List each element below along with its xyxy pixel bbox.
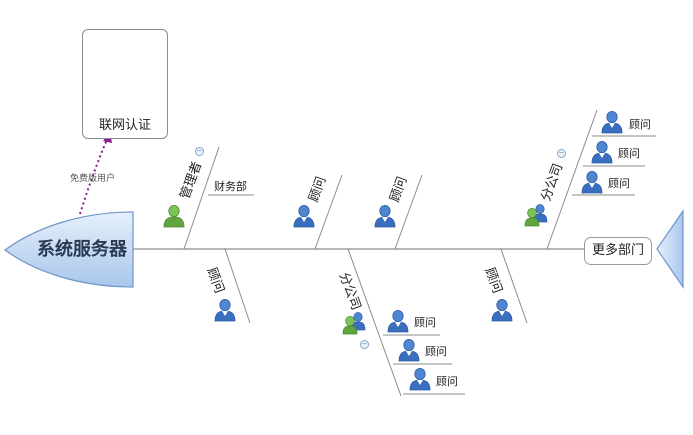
advisor-label[interactable]: 顾问 bbox=[618, 147, 640, 160]
person-icon bbox=[601, 110, 623, 134]
bone-branch-office-bottom bbox=[347, 248, 402, 397]
more-departments-node[interactable]: 更多部门 bbox=[584, 237, 652, 265]
collapse-toggle[interactable]: − bbox=[360, 340, 369, 349]
person-icon bbox=[214, 298, 236, 322]
network-auth-node[interactable]: 联网认证 bbox=[82, 29, 168, 139]
admin-person-icon bbox=[163, 204, 185, 228]
advisor-label[interactable]: 顾问 bbox=[425, 345, 447, 358]
person-icon bbox=[387, 309, 409, 333]
bone-advisor-4 bbox=[500, 248, 528, 324]
advisor-label[interactable]: 顾问 bbox=[414, 316, 436, 329]
advisor-label[interactable]: 顾问 bbox=[629, 118, 651, 131]
person-icon bbox=[398, 338, 420, 362]
group-icon bbox=[524, 204, 548, 227]
bone-admin bbox=[183, 146, 220, 250]
bone-advisor-2 bbox=[394, 174, 423, 250]
person-icon bbox=[374, 204, 396, 228]
collapse-toggle[interactable]: − bbox=[195, 147, 204, 156]
person-icon bbox=[491, 298, 513, 322]
bone-branch-office-top bbox=[546, 109, 598, 250]
group-icon bbox=[342, 312, 366, 335]
bone-advisor-3 bbox=[224, 248, 251, 324]
advisor-label[interactable]: 顾问 bbox=[436, 375, 458, 388]
person-icon bbox=[581, 170, 603, 194]
fish-tail bbox=[656, 209, 684, 289]
person-icon bbox=[293, 204, 315, 228]
finance-label[interactable]: 财务部 bbox=[214, 180, 247, 193]
root-label: 系统服务器 bbox=[37, 239, 127, 260]
person-icon bbox=[409, 367, 431, 391]
bone-advisor-1 bbox=[314, 174, 343, 250]
link-label: 免费版用户 bbox=[70, 174, 116, 184]
collapse-toggle[interactable]: − bbox=[557, 149, 566, 158]
fish-head[interactable] bbox=[3, 211, 134, 288]
person-icon bbox=[591, 140, 613, 164]
network-auth-label: 联网认证 bbox=[98, 118, 151, 133]
advisor-label[interactable]: 顾问 bbox=[608, 177, 630, 190]
relationship-link[interactable] bbox=[79, 136, 109, 215]
